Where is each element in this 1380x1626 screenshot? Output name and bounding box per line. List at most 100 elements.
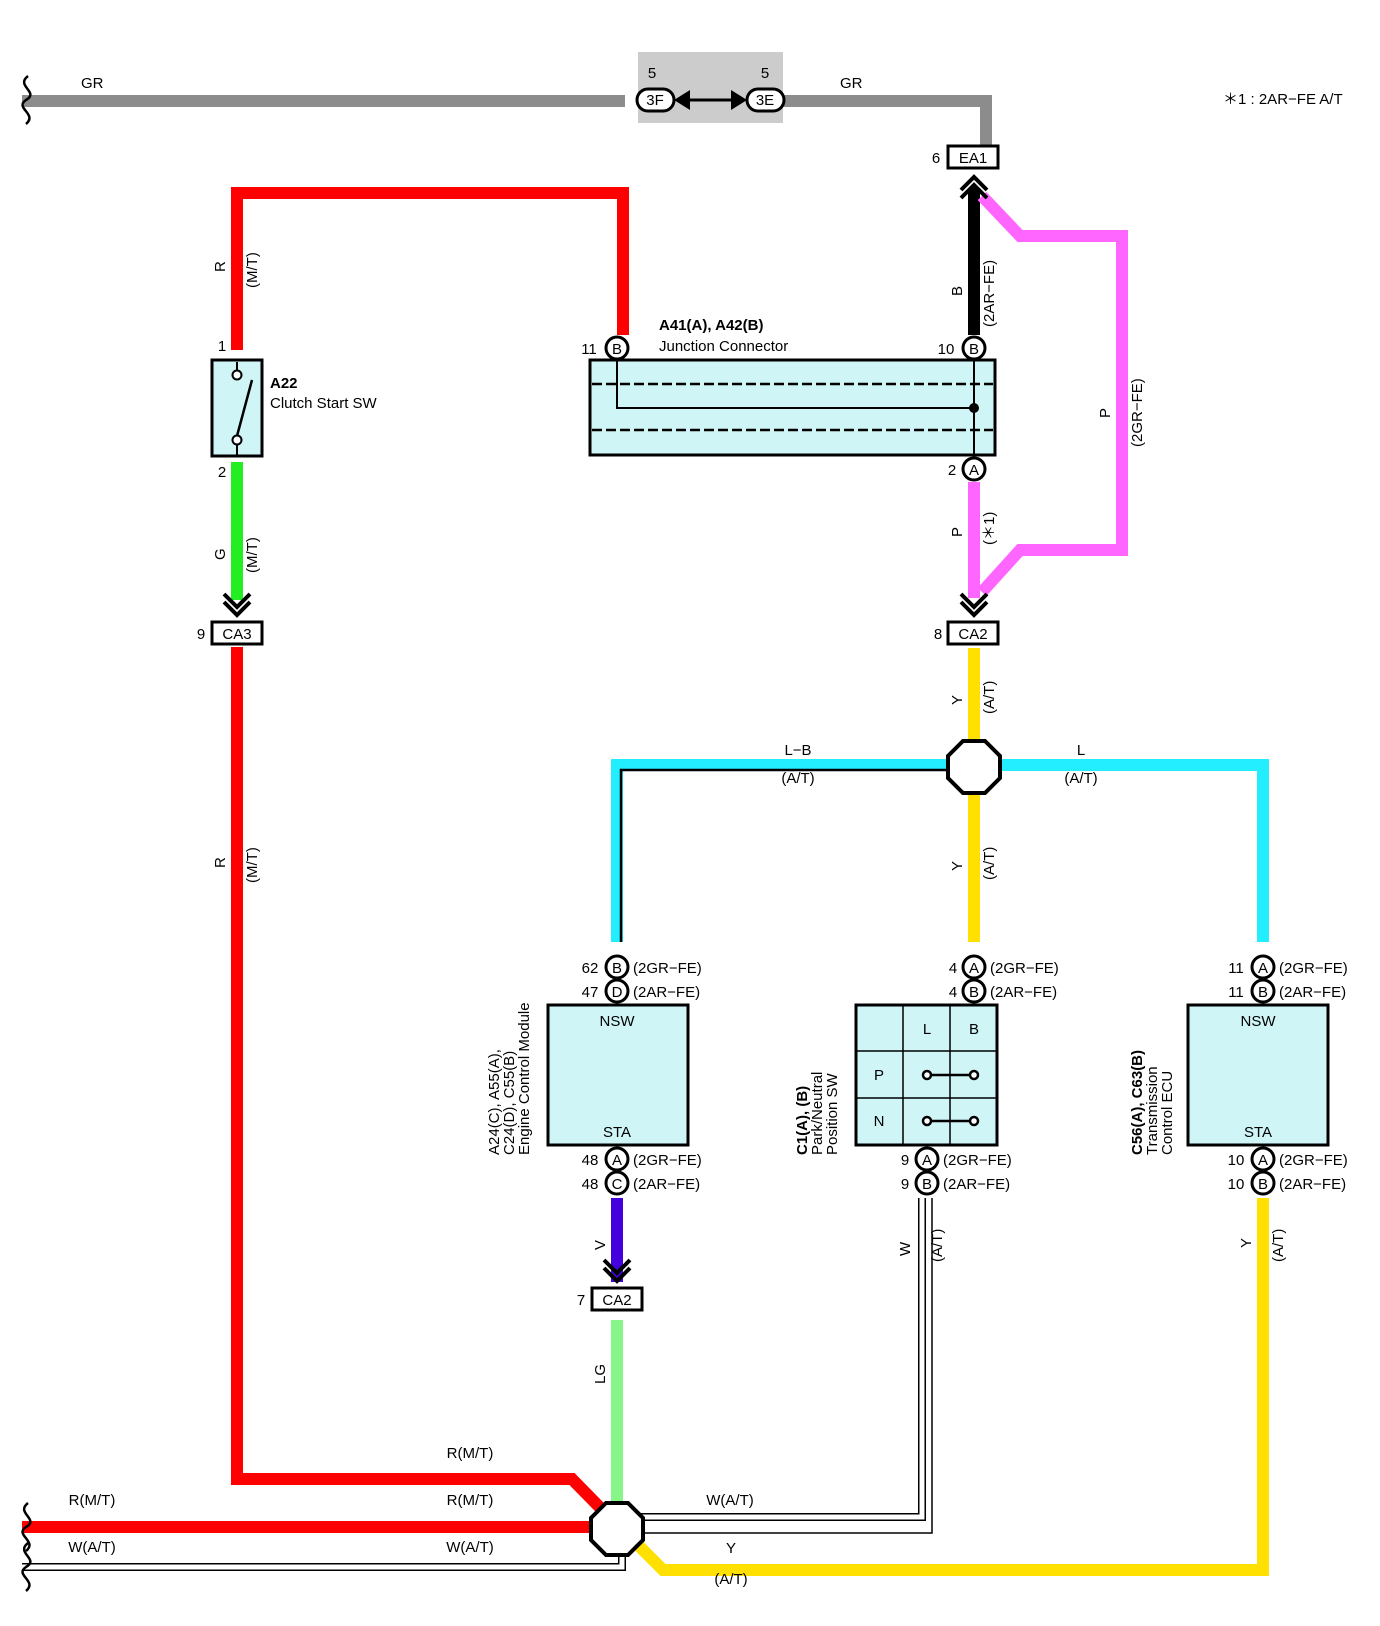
svg-text:P: P bbox=[1097, 408, 1114, 418]
label-r-top-cond: (M/T) bbox=[244, 252, 261, 288]
junction-pin-2 bbox=[961, 456, 987, 482]
ecm-label-line3: Engine Control Module bbox=[516, 1002, 533, 1155]
wire-lb-at bbox=[611, 759, 974, 942]
connector-ca3 bbox=[210, 620, 264, 646]
tcm-pin-10b-num: 10 bbox=[1228, 1176, 1245, 1193]
svg-text:Y: Y bbox=[949, 695, 966, 705]
tcm-label-line1: C56(A), C63(B) bbox=[1129, 1050, 1146, 1155]
label-g: G bbox=[212, 548, 229, 560]
pnp-pin-4a-letter: A bbox=[969, 960, 979, 977]
svg-text:(A/T): (A/T) bbox=[981, 847, 998, 880]
a22-name: Clutch Start SW bbox=[270, 395, 378, 412]
wire-lb-tracer bbox=[619, 768, 950, 942]
tcm-pins-top: A 11 (2GR−FE) B 11 (2AR−FE) bbox=[1228, 954, 1348, 1004]
pnp-pin-4b-variant: (2AR−FE) bbox=[990, 984, 1057, 1001]
tcm-pin-11a-variant: (2GR−FE) bbox=[1279, 960, 1348, 977]
tcm-nsw: NSW bbox=[1241, 1013, 1277, 1030]
tcm-pin-10b bbox=[1250, 1170, 1276, 1196]
wire-label-gr-right: GR bbox=[840, 75, 863, 92]
tcm-pin-11a-num: 11 bbox=[1228, 960, 1244, 977]
a22-pin-1: 1 bbox=[218, 338, 226, 355]
svg-text:Y: Y bbox=[949, 861, 966, 871]
label-bottom-wat-mid: W(A/T) bbox=[446, 1539, 493, 1556]
ecm-pin-48c-num: 48 bbox=[582, 1176, 599, 1193]
splice-junction-mid bbox=[946, 739, 1002, 795]
pnp-row-n: N bbox=[874, 1113, 885, 1130]
wire-l-at bbox=[974, 759, 1269, 942]
svg-text:(A/T): (A/T) bbox=[981, 681, 998, 714]
wire-p-2gr bbox=[977, 191, 1128, 597]
junction-pin-2-letter: A bbox=[969, 462, 979, 479]
label-y-top: Y bbox=[949, 695, 966, 705]
splice-junction-bottom bbox=[589, 1501, 645, 1557]
svg-text:G: G bbox=[212, 548, 229, 560]
label-w-pnp: W bbox=[897, 1241, 914, 1256]
connector-ea1 bbox=[946, 144, 1000, 170]
svg-text:(M/T): (M/T) bbox=[244, 847, 261, 883]
label-r-mid: R bbox=[212, 857, 229, 868]
ecm-pin-47-letter: D bbox=[612, 984, 623, 1001]
pnp-pin-9a bbox=[914, 1146, 940, 1172]
svg-text:(M/T): (M/T) bbox=[244, 537, 261, 573]
label-p-short-cond: (＊1) bbox=[981, 512, 998, 545]
ecm-pin-48c-letter: C bbox=[612, 1176, 623, 1193]
label-l: L bbox=[1077, 742, 1085, 759]
wire-label-gr-left: GR bbox=[81, 75, 104, 92]
ecm-pin-48a-num: 48 bbox=[582, 1152, 599, 1169]
junction-pin-10-letter: B bbox=[969, 341, 979, 358]
svg-text:(＊1): (＊1) bbox=[981, 512, 998, 545]
splice-arrow-left bbox=[674, 90, 690, 110]
svg-text:LG: LG bbox=[592, 1364, 609, 1384]
ecm-pin-48a bbox=[604, 1146, 630, 1172]
ecm-pins-bottom: A 48 (2GR−FE) C 48 (2AR−FE) bbox=[582, 1146, 702, 1196]
splice-3e-code: 3E bbox=[756, 92, 774, 109]
connector-ca2-bottom bbox=[590, 1286, 644, 1312]
switch-contact-top bbox=[231, 369, 243, 381]
pnp-pin-4b bbox=[961, 978, 987, 1004]
ecm-pin-48a-letter: A bbox=[612, 1152, 622, 1169]
label-l-cond: (A/T) bbox=[1064, 770, 1097, 787]
ca2-bottom-arrow-icon bbox=[602, 1258, 632, 1284]
pnp-label: C1(A), (B) Park/Neutral Position SW bbox=[794, 1072, 841, 1155]
svg-text:Y: Y bbox=[1238, 1238, 1255, 1248]
svg-text:(2GR−FE): (2GR−FE) bbox=[1129, 378, 1146, 447]
svg-text:R: R bbox=[212, 857, 229, 868]
tcm-pin-11b-variant: (2AR−FE) bbox=[1279, 984, 1346, 1001]
wire-break-r bbox=[21, 1502, 32, 1552]
connector-ca3-pin: 9 bbox=[197, 626, 205, 643]
ecm-pin-48c bbox=[604, 1170, 630, 1196]
label-b-cond: (2AR−FE) bbox=[981, 260, 998, 327]
label-bottom-wat-left: W(A/T) bbox=[68, 1539, 115, 1556]
svg-text:B: B bbox=[949, 286, 966, 296]
label-g-cond: (M/T) bbox=[244, 537, 261, 573]
pnp-label-line2: Park/Neutral bbox=[809, 1072, 826, 1155]
svg-text:(M/T): (M/T) bbox=[244, 252, 261, 288]
label-bottom-y: Y bbox=[726, 1540, 736, 1557]
tcm-pin-11b-letter: B bbox=[1258, 984, 1268, 1001]
wire-w-at-pnp bbox=[640, 1198, 926, 1521]
pnp-pin-4a-num: 4 bbox=[949, 960, 957, 977]
connector-ca2-bottom-pin: 7 bbox=[577, 1292, 585, 1309]
svg-text:P: P bbox=[949, 527, 966, 537]
label-y-mid: Y bbox=[949, 861, 966, 871]
ca3-arrow-icon bbox=[222, 592, 252, 618]
tcm-pin-10b-letter: B bbox=[1258, 1176, 1268, 1193]
transmission-control-ecu bbox=[1186, 1003, 1330, 1147]
svg-text:R: R bbox=[212, 261, 229, 272]
tcm-pins-bottom: A 10 (2GR−FE) B 10 (2AR−FE) bbox=[1228, 1146, 1348, 1196]
pnp-row-p: P bbox=[874, 1067, 884, 1084]
switch-blade bbox=[235, 379, 254, 437]
label-lb: L−B bbox=[784, 742, 811, 759]
pnp-label-line3: Position SW bbox=[824, 1072, 841, 1155]
tcm-pin-10a bbox=[1250, 1146, 1276, 1172]
label-r-mid-cond: (M/T) bbox=[244, 847, 261, 883]
svg-text:V: V bbox=[592, 1240, 609, 1250]
ecm-pin-62-num: 62 bbox=[582, 960, 599, 977]
pnp-col-b: B bbox=[969, 1021, 979, 1038]
ecm-pin-62-letter: B bbox=[612, 960, 622, 977]
label-bottom-wat-right: W(A/T) bbox=[706, 1492, 753, 1509]
connector-ea1-pin: 6 bbox=[932, 150, 940, 167]
wire-y-at-tcm bbox=[633, 1198, 1269, 1576]
connector-ca3-code: CA3 bbox=[222, 626, 251, 643]
